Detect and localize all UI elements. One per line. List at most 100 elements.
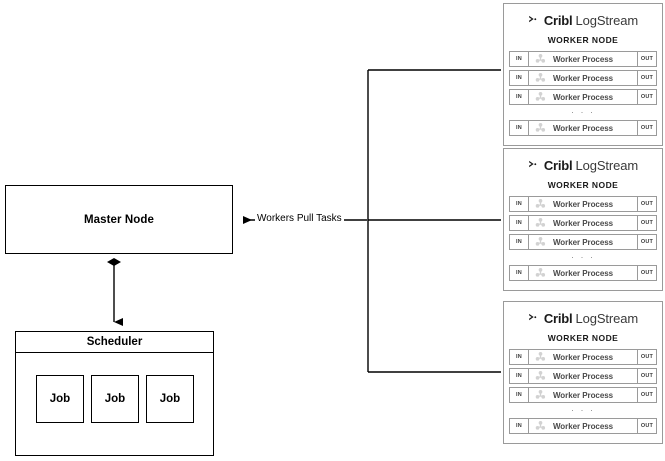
logstream-wordmark: LogStream (575, 310, 639, 326)
worker-node-panel[interactable]: Cribl LogStream WORKER NODE IN Worker Pr… (503, 3, 663, 146)
workers-pull-tasks-label: Workers Pull Tasks (255, 213, 344, 224)
worker-process-body: Worker Process (529, 197, 637, 211)
worker-process-in-port[interactable]: IN (510, 197, 529, 211)
worker-process-row[interactable]: IN Worker Process OUT (509, 70, 657, 86)
worker-process-row[interactable]: IN Worker Process OUT (509, 368, 657, 384)
worker-process-label: Worker Process (552, 390, 614, 400)
cluster-icon (535, 268, 546, 279)
worker-process-row[interactable]: IN Worker Process OUT (509, 51, 657, 67)
worker-process-out-port[interactable]: OUT (637, 121, 656, 135)
cribl-logo-icon (528, 159, 541, 172)
cluster-icon (535, 218, 546, 229)
worker-process-body: Worker Process (529, 388, 637, 402)
worker-process-body: Worker Process (529, 350, 637, 364)
worker-process-body: Worker Process (529, 235, 637, 249)
worker-node-title: WORKER NODE (547, 35, 619, 45)
job-box[interactable]: Job (146, 375, 194, 423)
worker-process-in-port[interactable]: IN (510, 266, 529, 280)
cribl-logstream-brand: Cribl LogStream (509, 9, 657, 31)
worker-process-row[interactable]: IN Worker Process OUT (509, 89, 657, 105)
worker-process-label: Worker Process (552, 421, 614, 431)
worker-process-in-port[interactable]: IN (510, 350, 529, 364)
worker-process-label: Worker Process (552, 123, 614, 133)
worker-node-title: WORKER NODE (547, 180, 619, 190)
worker-process-in-port[interactable]: IN (510, 235, 529, 249)
worker-process-in-port[interactable]: IN (510, 216, 529, 230)
worker-process-out-port[interactable]: OUT (637, 388, 656, 402)
worker-process-out-port[interactable]: OUT (637, 52, 656, 66)
master-node-box[interactable]: Master Node (5, 185, 233, 254)
worker-process-ellipsis: · · · (571, 107, 595, 117)
worker-process-in-port[interactable]: IN (510, 90, 529, 104)
scheduler-header: Scheduler (16, 332, 213, 353)
worker-process-in-port[interactable]: IN (510, 121, 529, 135)
scheduler-label: Scheduler (86, 336, 143, 348)
cluster-icon (535, 73, 546, 84)
cluster-icon (535, 199, 546, 210)
job-box[interactable]: Job (36, 375, 84, 423)
worker-process-row[interactable]: IN Worker Process OUT (509, 196, 657, 212)
worker-process-in-port[interactable]: IN (510, 52, 529, 66)
worker-process-in-port[interactable]: IN (510, 419, 529, 433)
worker-process-label: Worker Process (552, 218, 614, 228)
worker-process-body: Worker Process (529, 369, 637, 383)
scheduler-box[interactable]: Scheduler Job Job Job (15, 331, 214, 456)
worker-process-body: Worker Process (529, 266, 637, 280)
worker-process-label: Worker Process (552, 268, 614, 278)
worker-process-label: Worker Process (552, 237, 614, 247)
worker-process-in-port[interactable]: IN (510, 388, 529, 402)
worker-process-row[interactable]: IN Worker Process OUT (509, 120, 657, 136)
cluster-icon (535, 54, 546, 65)
job-label: Job (159, 393, 181, 405)
worker-process-out-port[interactable]: OUT (637, 216, 656, 230)
cribl-logstream-brand: Cribl LogStream (509, 307, 657, 329)
worker-process-label: Worker Process (552, 73, 614, 83)
worker-process-out-port[interactable]: OUT (637, 369, 656, 383)
worker-process-out-port[interactable]: OUT (637, 90, 656, 104)
worker-process-out-port[interactable]: OUT (637, 350, 656, 364)
logstream-wordmark: LogStream (575, 12, 639, 28)
master-node-label: Master Node (83, 213, 155, 226)
worker-process-out-port[interactable]: OUT (637, 235, 656, 249)
logstream-wordmark: LogStream (575, 157, 639, 173)
cluster-icon (535, 421, 546, 432)
cluster-icon (535, 390, 546, 401)
cribl-wordmark: Cribl (543, 157, 573, 173)
worker-process-body: Worker Process (529, 419, 637, 433)
worker-node-panel[interactable]: Cribl LogStream WORKER NODE IN Worker Pr… (503, 301, 663, 444)
job-label: Job (49, 393, 71, 405)
worker-process-row[interactable]: IN Worker Process OUT (509, 215, 657, 231)
worker-process-out-port[interactable]: OUT (637, 197, 656, 211)
cluster-icon (535, 371, 546, 382)
worker-node-panel[interactable]: Cribl LogStream WORKER NODE IN Worker Pr… (503, 148, 663, 291)
worker-process-body: Worker Process (529, 121, 637, 135)
worker-process-label: Worker Process (552, 199, 614, 209)
worker-process-out-port[interactable]: OUT (637, 266, 656, 280)
worker-process-ellipsis: · · · (571, 405, 595, 415)
cluster-icon (535, 352, 546, 363)
worker-process-out-port[interactable]: OUT (637, 71, 656, 85)
worker-process-row[interactable]: IN Worker Process OUT (509, 349, 657, 365)
worker-process-row[interactable]: IN Worker Process OUT (509, 234, 657, 250)
worker-process-body: Worker Process (529, 90, 637, 104)
worker-trunk-connector (367, 69, 501, 373)
worker-process-body: Worker Process (529, 52, 637, 66)
worker-process-in-port[interactable]: IN (510, 71, 529, 85)
worker-process-out-port[interactable]: OUT (637, 419, 656, 433)
worker-process-label: Worker Process (552, 54, 614, 64)
worker-process-ellipsis: · · · (571, 252, 595, 262)
worker-process-label: Worker Process (552, 352, 614, 362)
job-label: Job (104, 393, 126, 405)
worker-process-row[interactable]: IN Worker Process OUT (509, 418, 657, 434)
cluster-icon (535, 92, 546, 103)
worker-process-body: Worker Process (529, 71, 637, 85)
worker-process-row[interactable]: IN Worker Process OUT (509, 265, 657, 281)
worker-process-label: Worker Process (552, 92, 614, 102)
cluster-icon (535, 237, 546, 248)
worker-process-in-port[interactable]: IN (510, 369, 529, 383)
worker-process-body: Worker Process (529, 216, 637, 230)
worker-process-row[interactable]: IN Worker Process OUT (509, 387, 657, 403)
job-box[interactable]: Job (91, 375, 139, 423)
